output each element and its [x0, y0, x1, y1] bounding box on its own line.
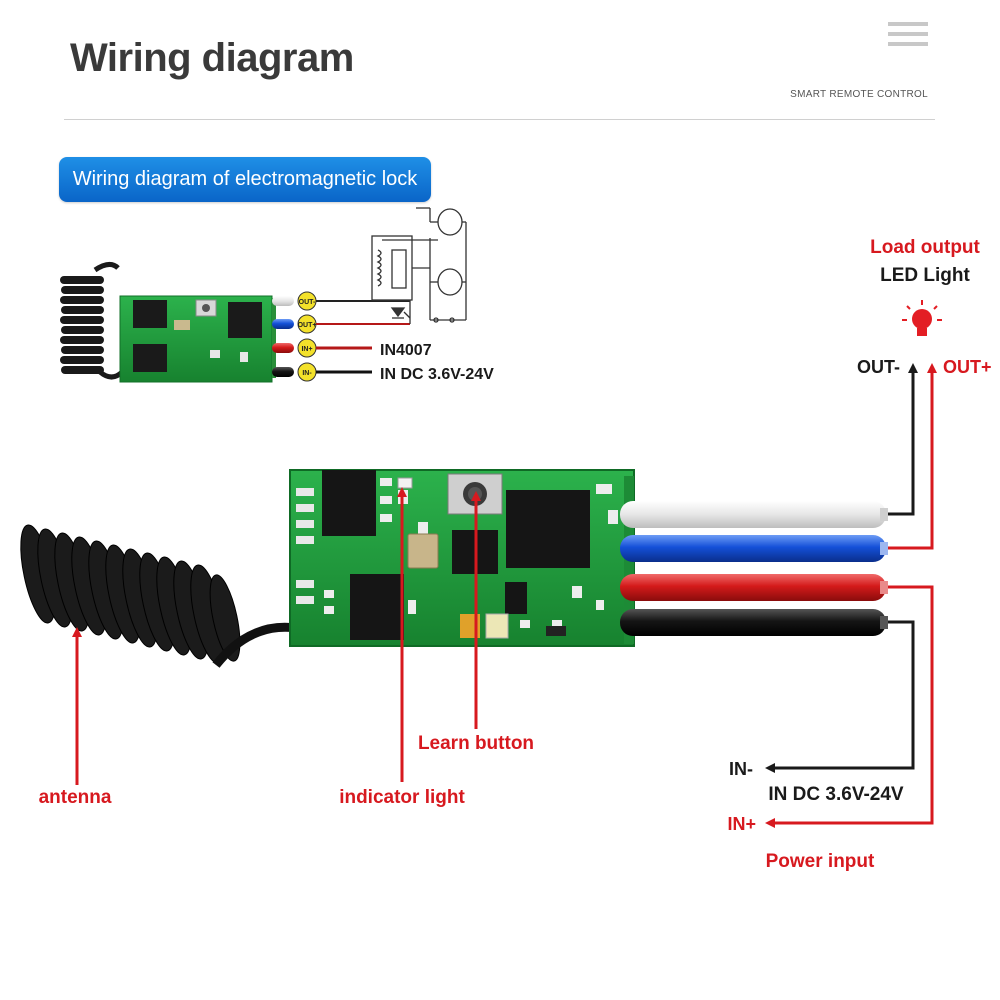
labels: Load output LED Light OUT- OUT+ IN- IN D… — [39, 237, 992, 872]
connection-lines — [765, 363, 937, 828]
section-title-badge: Wiring diagram of electromagnetic lock — [59, 157, 431, 202]
header-divider — [64, 119, 935, 120]
pin-out-minus-label: OUT- — [299, 299, 316, 306]
power-input-label: Power input — [766, 851, 875, 872]
inset-pin-badges: OUT- OUT+ IN+ IN- — [297, 291, 317, 382]
wire-black — [620, 609, 886, 636]
pin-in-minus-label: IN- — [302, 370, 312, 377]
in-minus-label: IN- — [729, 759, 753, 779]
antenna-coil — [20, 524, 241, 664]
pin-in-plus-label: IN+ — [301, 346, 312, 353]
diode-label: IN4007 — [380, 342, 432, 359]
load-output-label: Load output — [870, 237, 980, 258]
in-plus-label: IN+ — [727, 814, 756, 834]
indicator-light-label: indicator light — [339, 787, 465, 808]
page-title: Wiring diagram — [70, 36, 354, 80]
wire-white — [620, 501, 886, 528]
callout-arrows — [72, 487, 481, 785]
relay-schematic-icon — [371, 207, 467, 324]
output-wires — [620, 501, 888, 636]
learn-button-label: Learn button — [418, 733, 534, 754]
wire-red — [620, 574, 886, 601]
main-module — [20, 469, 635, 668]
out-plus-label: OUT+ — [943, 357, 992, 377]
out-minus-label: OUT- — [857, 357, 900, 377]
inset-module: OUT- OUT+ IN+ IN- — [60, 207, 494, 383]
supply-voltage-label: IN DC 3.6V-24V — [768, 784, 903, 805]
indicator-led — [397, 477, 413, 489]
led-light-icon — [902, 300, 942, 336]
brand-label: SMART REMOTE CONTROL — [790, 89, 928, 100]
antenna-label: antenna — [39, 787, 112, 808]
pin-out-plus-label: OUT+ — [298, 322, 317, 329]
inset-supply-label: IN DC 3.6V-24V — [380, 366, 494, 383]
wire-blue — [620, 535, 886, 562]
inset-antenna — [60, 262, 124, 380]
led-light-label: LED Light — [880, 265, 970, 286]
hamburger-menu-icon[interactable] — [888, 22, 928, 48]
